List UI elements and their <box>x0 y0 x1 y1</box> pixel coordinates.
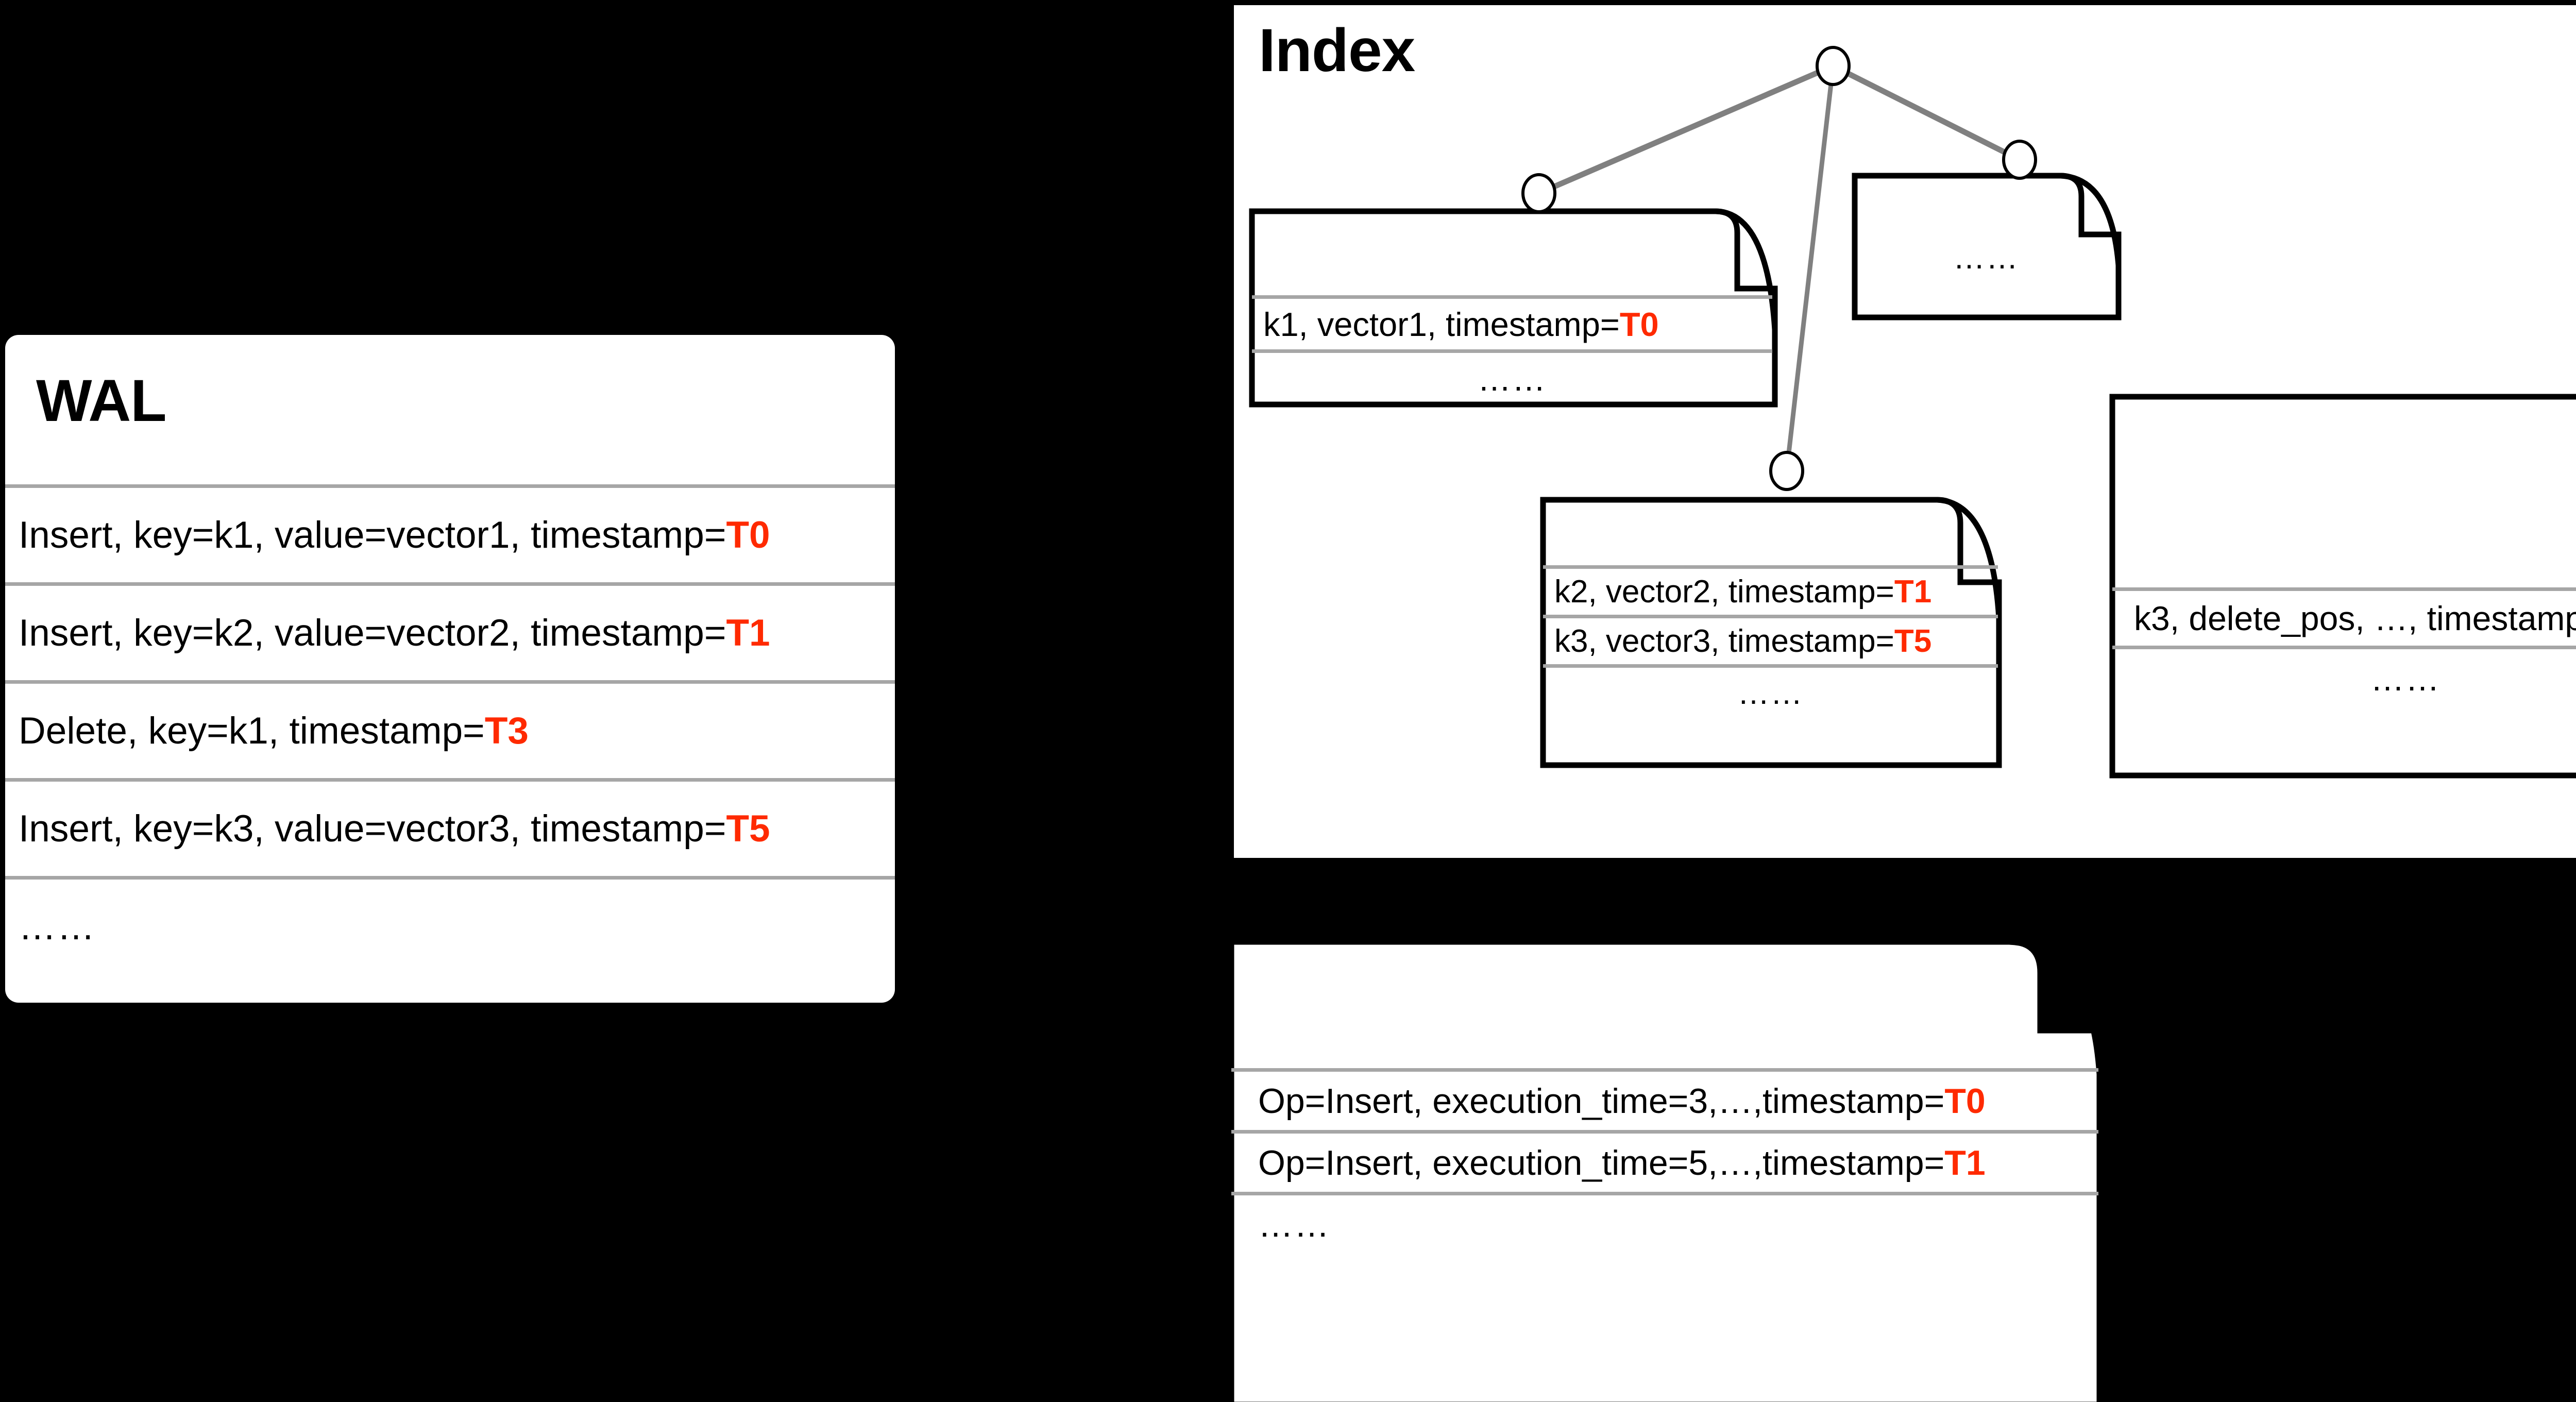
wal-row-timestamp: T3 <box>484 710 529 752</box>
wal-row-timestamp: T1 <box>726 612 770 654</box>
wal-row: Insert, key=k1, value=vector1, timestamp… <box>5 484 895 582</box>
delete-log-row-text: …… <box>2370 659 2441 698</box>
leaf-k2k3-row-text: k2, vector2, timestamp= <box>1554 574 1894 610</box>
delete-log-row: k3, delete_pos, …, timestamp=T3 <box>2112 587 2576 646</box>
wal-row-timestamp: T5 <box>726 808 770 850</box>
bin-log-row-timestamp: T0 <box>1944 1081 1986 1121</box>
bin-log-title: Bin Log <box>1243 966 1439 1025</box>
wal-row-text: Insert, key=k3, value=vector3, timestamp… <box>19 808 726 850</box>
leaf-k2k3-row-timestamp: T1 <box>1894 574 1932 610</box>
leaf-more-row-text: …… <box>1953 240 2019 276</box>
index-title: Index <box>1259 16 1415 85</box>
bin-log-row: Op=Insert, execution_time=3,…,timestamp=… <box>1231 1068 2098 1130</box>
wal-row-timestamp: T0 <box>726 514 770 556</box>
leaf-k1-row-text: …… <box>1478 360 1547 398</box>
delete-log-rows: k3, delete_pos, …, timestamp=T3 …… <box>2112 587 2576 707</box>
delete-log-row-ellipsis: …… <box>2112 646 2576 707</box>
bin-log-row-text: Op=Insert, execution_time=3,…,timestamp= <box>1258 1081 1945 1121</box>
leaf-k2k3-row-text: …… <box>1737 675 1804 711</box>
delete-log-row-text: k3, delete_pos, …, timestamp= <box>2134 599 2576 637</box>
delete-log-title: Delete Log <box>2134 421 2383 477</box>
wal-row-text: Insert, key=k2, value=vector2, timestamp… <box>19 612 726 654</box>
leaf-k2k3-row-text: k3, vector3, timestamp= <box>1554 623 1894 659</box>
bin-log-row-timestamp: T1 <box>1944 1143 1986 1183</box>
wal-row: Delete, key=k1, timestamp=T3 <box>5 680 895 778</box>
leaf-k2k3-rows: k2, vector2, timestamp=T1 k3, vector3, t… <box>1543 565 1998 718</box>
bin-log-rows: Op=Insert, execution_time=3,…,timestamp=… <box>1231 1068 2098 1254</box>
leaf-k2k3-row-ellipsis: …… <box>1543 664 1998 718</box>
leaf-k1-row-ellipsis: …… <box>1252 349 1772 404</box>
delete-log-panel: Delete Log <box>2110 394 2576 778</box>
wal-row-text: Delete, key=k1, timestamp= <box>19 710 485 752</box>
leaf-more-row-ellipsis: …… <box>1855 229 2117 286</box>
wal-row: Insert, key=k3, value=vector3, timestamp… <box>5 778 895 876</box>
wal-row-ellipsis: …… <box>5 876 895 974</box>
leaf-k1-rows: k1, vector1, timestamp=T0 …… <box>1252 295 1772 404</box>
leaf-k2k3-row: k2, vector2, timestamp=T1 <box>1543 565 1998 615</box>
bin-log-row-text: …… <box>1258 1205 1330 1244</box>
bin-log-row-ellipsis: …… <box>1231 1192 2098 1254</box>
bin-log-row: Op=Insert, execution_time=5,…,timestamp=… <box>1231 1130 2098 1192</box>
leaf-k1-row-text: k1, vector1, timestamp= <box>1263 305 1620 343</box>
wal-rows: Insert, key=k1, value=vector1, timestamp… <box>5 484 895 974</box>
wal-row: Insert, key=k2, value=vector2, timestamp… <box>5 582 895 680</box>
leaf-k1-row-timestamp: T0 <box>1619 305 1659 343</box>
wal-title: WAL <box>36 368 166 434</box>
bin-log-row-text: Op=Insert, execution_time=5,…,timestamp= <box>1258 1143 1945 1183</box>
leaf-more-rows: …… <box>1855 229 2117 286</box>
leaf-k2k3-row-timestamp: T5 <box>1894 623 1932 659</box>
wal-panel: WAL Insert, key=k1, value=vector1, times… <box>5 335 895 1003</box>
wal-row-text: …… <box>19 906 96 948</box>
leaf-k1-row: k1, vector1, timestamp=T0 <box>1252 295 1772 349</box>
leaf-k2k3-row: k3, vector3, timestamp=T5 <box>1543 615 1998 664</box>
wal-row-text: Insert, key=k1, value=vector1, timestamp… <box>19 514 726 556</box>
